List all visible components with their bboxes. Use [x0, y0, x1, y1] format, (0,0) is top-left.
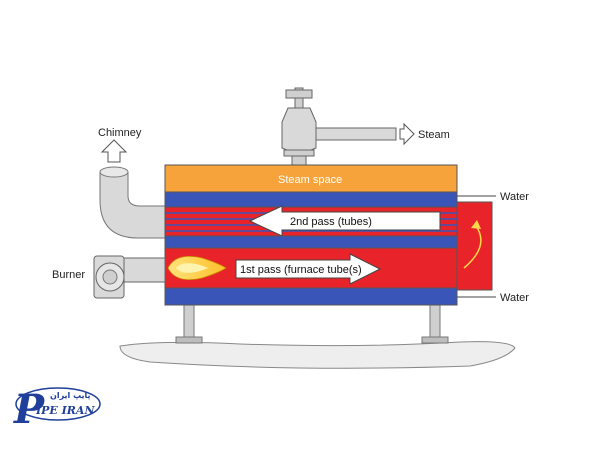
first-pass-label: 1st pass (furnace tube(s) [240, 264, 362, 276]
right-support-foot [421, 336, 449, 344]
left-support-leg [183, 304, 195, 340]
second-pass-arrow [248, 205, 441, 237]
chimney-up-arrow-icon [100, 139, 128, 163]
chimney-duct [99, 171, 166, 239]
steam-valve-neck [291, 155, 307, 166]
burner-fan-inner [102, 269, 118, 285]
steam-label: Steam [418, 129, 450, 141]
logo-persian-text: پایپ ایران [50, 391, 91, 400]
first-pass-arrow [235, 253, 382, 285]
pipe-iran-logo: P پایپ ایران IPE IRAN [13, 386, 101, 433]
logo-brand-text: IPE IRAN [35, 404, 95, 417]
second-pass-label: 2nd pass (tubes) [290, 216, 372, 228]
steam-space-layer [164, 164, 458, 193]
water-bottom-label: Water [500, 292, 529, 304]
right-support-leg [429, 304, 441, 340]
ground-platform [119, 341, 516, 369]
logo-swoosh [15, 387, 101, 421]
water-layer-middle [164, 235, 458, 249]
steam-valve-flange [283, 149, 315, 157]
water-top-label: Water [500, 191, 529, 203]
left-support-foot [175, 336, 203, 344]
steam-outlet-pipe [315, 127, 397, 141]
rear-return-chamber [455, 201, 493, 291]
chimney-label: Chimney [98, 127, 142, 139]
steam-valve-handwheel [285, 89, 313, 99]
burner-flame-core [176, 263, 208, 273]
steam-arrow-icon [399, 122, 415, 146]
burner-nozzle [123, 257, 166, 283]
return-flow-arrow-icon [463, 225, 482, 269]
chimney-opening [99, 166, 129, 178]
water-layer-top [164, 191, 458, 208]
burner-label: Burner [52, 269, 85, 281]
return-flow-arrowhead [471, 220, 481, 229]
steam-space-label: Steam space [278, 174, 342, 186]
steam-valve-body [281, 107, 317, 153]
water-layer-bottom [164, 287, 458, 306]
